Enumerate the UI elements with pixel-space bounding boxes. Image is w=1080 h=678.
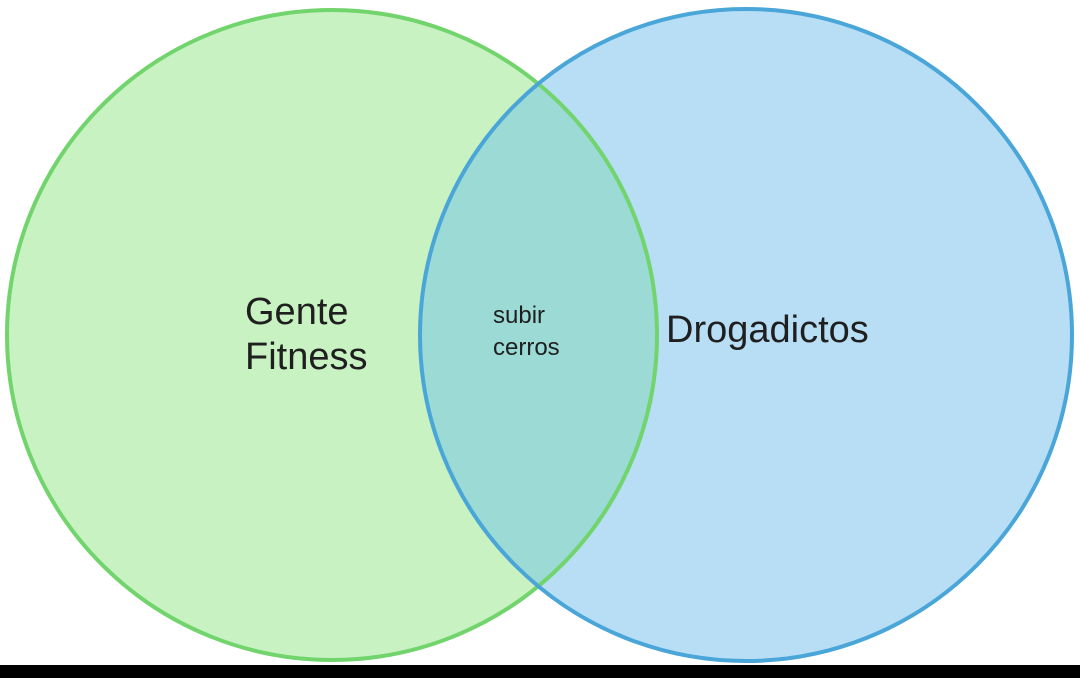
fitness-set-label: Gente Fitness: [245, 290, 367, 380]
intersection-label: subir cerros: [493, 300, 560, 364]
fitness-label-line-2: Fitness: [245, 336, 368, 378]
drug-addicts-label-line-1: Drogadictos: [666, 309, 869, 351]
fitness-circle-outline: [5, 8, 659, 662]
drug-addicts-circle-outline: [418, 7, 1074, 663]
intersection-label-line-1: subir: [493, 302, 546, 329]
drug-addicts-set-label: Drogadictos: [666, 308, 869, 353]
intersection-label-line-2: cerros: [493, 334, 560, 361]
bottom-bar: [0, 665, 1080, 678]
intersection-region: [420, 10, 657, 660]
fitness-label-line-1: Gente: [245, 291, 349, 333]
